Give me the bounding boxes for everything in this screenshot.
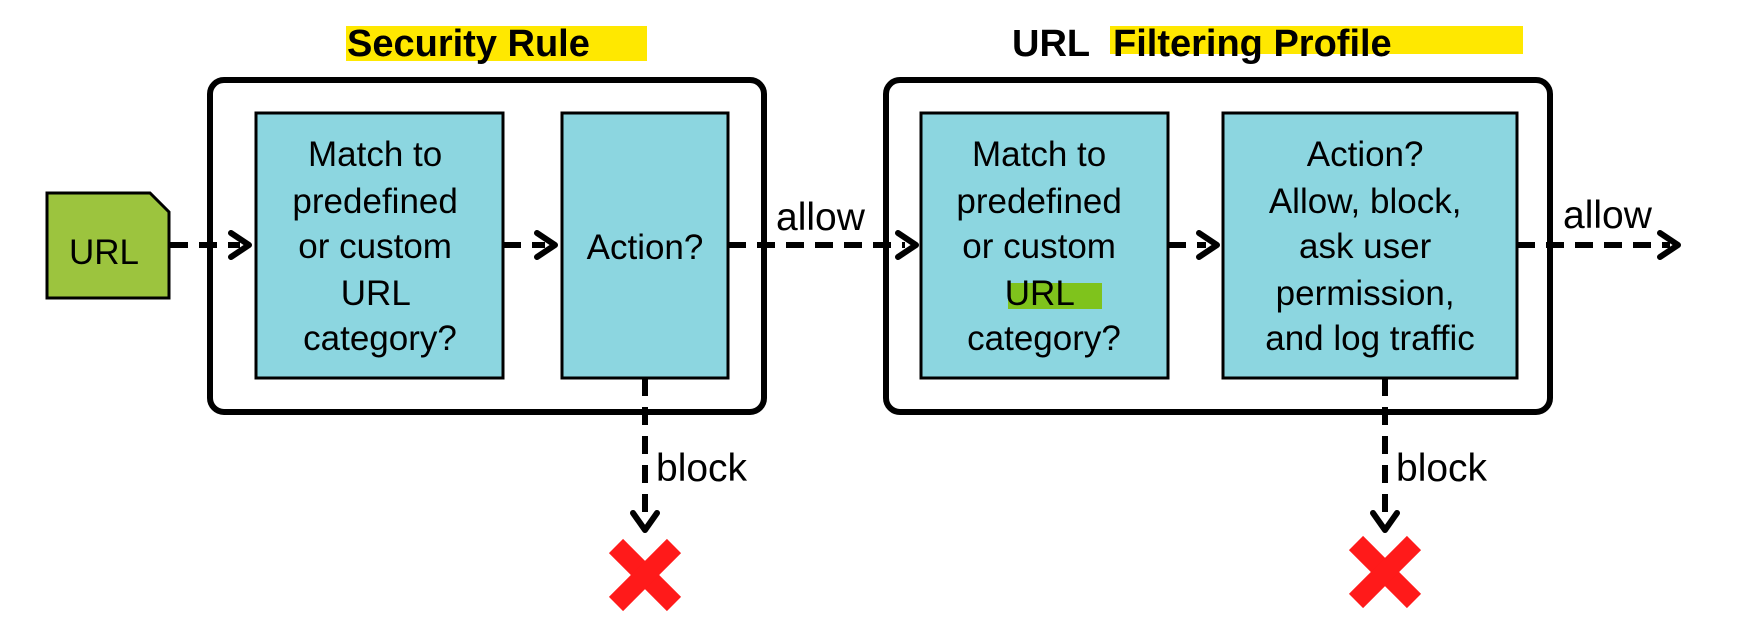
profile-action-box-text: Action? Allow, block, ask user permissio… (1265, 135, 1475, 358)
arrow-allow-out: allow (1517, 194, 1681, 260)
box-line: Action? (1307, 135, 1424, 174)
arrow-head (228, 230, 252, 260)
x-mark-icon (608, 538, 682, 612)
box-line: and log traffic (1265, 319, 1475, 358)
edge-label-allow-out: allow (1563, 194, 1653, 237)
box-line: category? (967, 319, 1121, 358)
url-document: URL (45, 191, 171, 300)
security-action-box-rect (560, 111, 730, 380)
title-security-rule: Security Rule (346, 23, 647, 65)
edge-label-block: block (656, 447, 748, 490)
security-match-box: Match to predefined or custom URL catego… (254, 111, 505, 380)
security-match-box-rect (254, 111, 505, 380)
box-line: predefined (292, 182, 457, 221)
box-line: URL (1005, 274, 1075, 313)
arrow-url-to-match (170, 230, 252, 260)
edge-label-allow: allow (776, 196, 866, 239)
arrow-head (1196, 230, 1220, 260)
document-icon (45, 191, 171, 300)
arrow-block-security: block (630, 378, 748, 533)
profile-match-box: Match to predefined or custom URL catego… (919, 111, 1170, 380)
title-url-filtering-profile: URL Filtering Profile (1012, 23, 1523, 65)
box-line: category? (303, 319, 457, 358)
url-document-label: URL (69, 233, 139, 272)
arrow-profile-match-to-action (1168, 230, 1220, 260)
x-stroke (1348, 535, 1422, 609)
arrow-head (1657, 230, 1681, 260)
arrow-block-profile: block (1370, 378, 1488, 533)
profile-match-box-text: Match to predefined or custom URL catego… (956, 135, 1131, 358)
arrow-match-to-action (503, 230, 558, 260)
edge-label-block: block (1396, 447, 1488, 490)
box-line: or custom (962, 227, 1116, 266)
box-line: or custom (298, 227, 452, 266)
profile-match-box-rect (919, 111, 1170, 380)
box-line: Match to (308, 135, 442, 174)
arrow-head (1370, 510, 1400, 533)
title-url-prefix-text: URL (1012, 23, 1090, 65)
box-line: Match to (972, 135, 1106, 174)
profile-action-box: Action? Allow, block, ask user permissio… (1221, 111, 1519, 380)
box-line: ask user (1299, 227, 1432, 266)
title-security-rule-text: Security Rule (347, 23, 590, 65)
title-highlight (1110, 26, 1523, 54)
arrow-head (534, 230, 558, 260)
title-filtering-profile-text: Filtering Profile (1113, 23, 1392, 65)
security-action-box: Action? (560, 111, 730, 380)
security-match-box-text: Match to predefined or custom URL catego… (292, 135, 467, 358)
arrow-head (895, 230, 919, 260)
title-highlight (346, 26, 647, 61)
x-stroke (608, 538, 682, 612)
box-line: URL (341, 274, 411, 313)
box-line: permission, (1276, 274, 1455, 313)
box-line: predefined (956, 182, 1121, 221)
x-mark-icon (1348, 535, 1422, 609)
security-action-box-text: Action? (587, 228, 704, 267)
arrow-head (630, 510, 660, 533)
arrow-allow-to-profile: allow (728, 196, 919, 260)
box-line: Allow, block, (1269, 182, 1462, 221)
url-word-highlight (1008, 283, 1102, 309)
profile-action-box-rect (1221, 111, 1519, 380)
